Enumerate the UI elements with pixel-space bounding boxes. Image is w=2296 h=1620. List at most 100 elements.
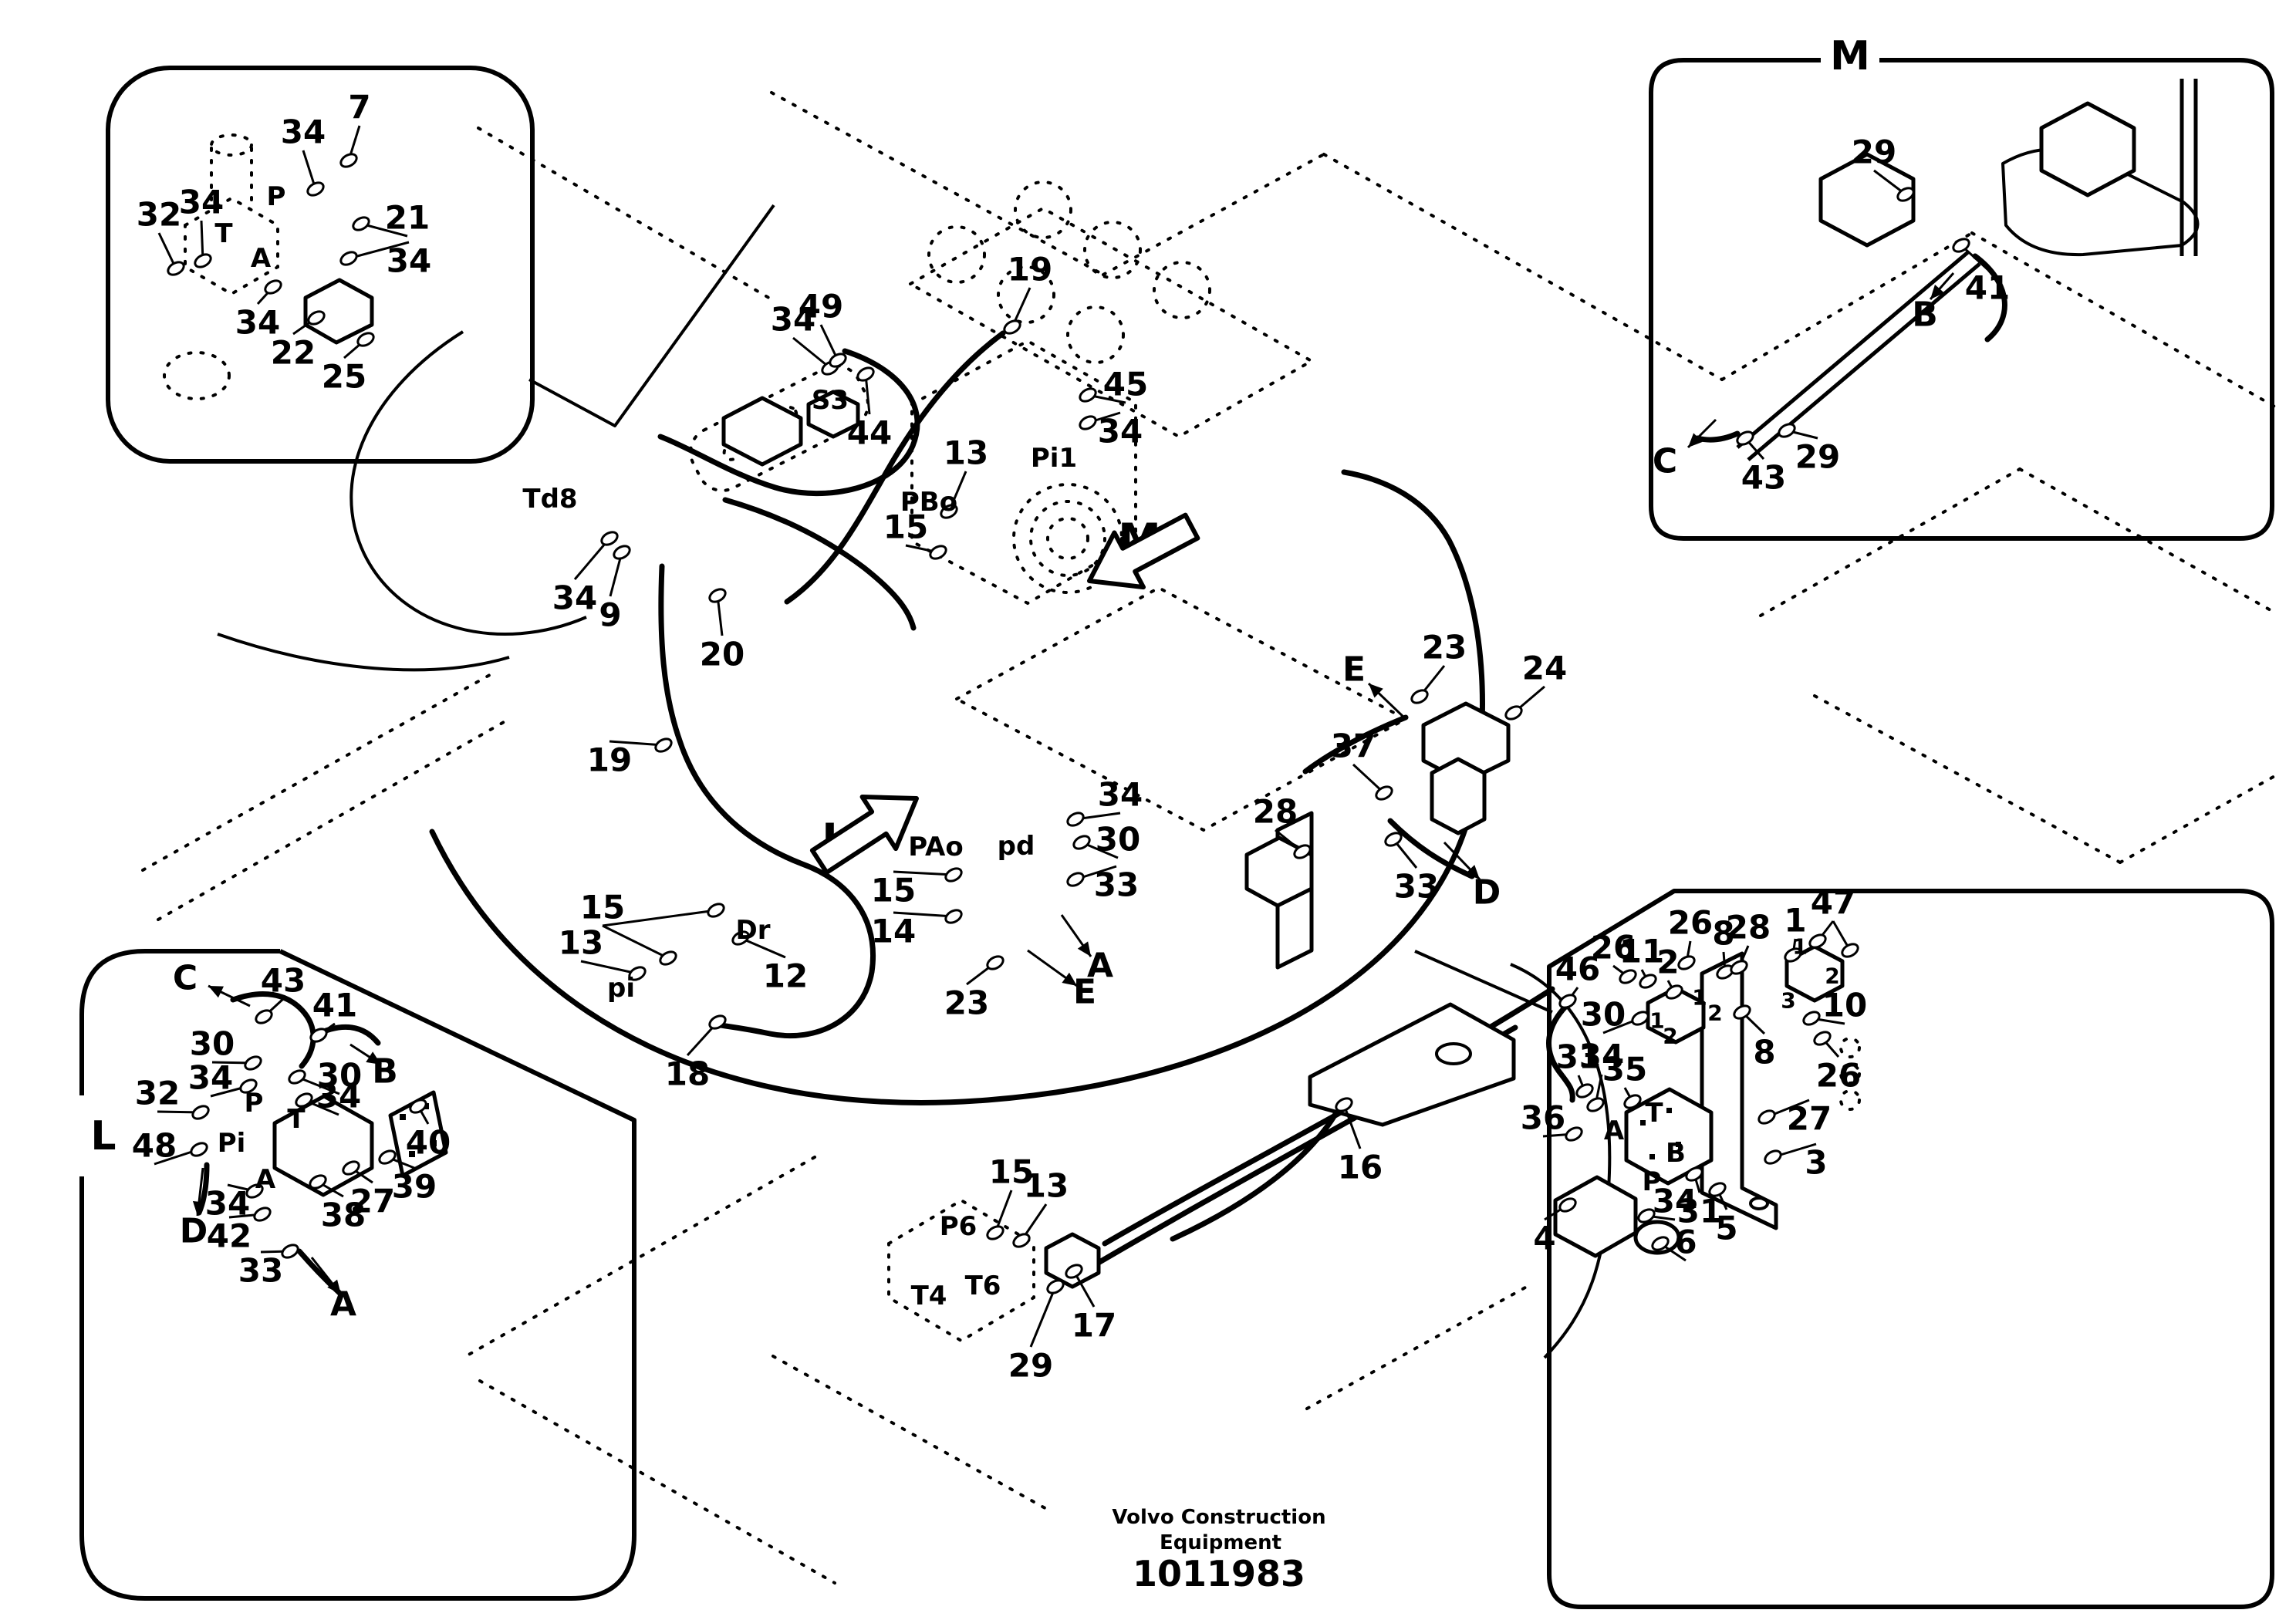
callout-27: 27 (350, 1183, 395, 1220)
callout-34: 34 (1098, 776, 1143, 814)
callout-19: 19 (587, 741, 632, 779)
counterweight-outline (349, 330, 587, 636)
fitting-glyph (1066, 872, 1085, 887)
view-letter-M: M (1830, 33, 1870, 79)
br-solenoid-4 (1553, 1175, 1638, 1258)
callout-2: 2 (1656, 943, 1679, 981)
leader-line (348, 241, 410, 260)
callout-35: 35 (1602, 1051, 1647, 1088)
fitting-glyph (295, 1092, 313, 1108)
fitting-glyph (1708, 1182, 1727, 1197)
callout-19: 19 (1008, 251, 1052, 289)
fitting-glyph (1733, 1004, 1751, 1020)
callout-15: 15 (883, 508, 928, 546)
fitting-glyph (356, 332, 375, 347)
fitting-glyph (288, 1069, 306, 1085)
fitting-glyph (1623, 1094, 1642, 1109)
port-label-Td8: Td8 (522, 484, 577, 515)
callout-30: 30 (1581, 996, 1626, 1034)
footer: Volvo Construction Equipment 1011983 (1112, 1506, 1325, 1595)
fitting-glyph (1757, 1109, 1776, 1125)
section-arrow (1087, 512, 1200, 590)
callout-33: 33 (1394, 868, 1439, 906)
callout-26: 26 (1816, 1057, 1861, 1095)
callout-43: 43 (1741, 459, 1786, 497)
fitting-glyph (1639, 974, 1657, 989)
port-label-P6: P6 (940, 1211, 977, 1242)
br-manifold-35 (1624, 1087, 1714, 1186)
callout-49: 49 (799, 288, 843, 326)
flow-arrow-head (1077, 941, 1091, 957)
fitting-glyph (307, 310, 326, 326)
callout-34: 34 (281, 113, 326, 151)
hose-33-d (1387, 818, 1475, 879)
fitting-glyph (1335, 1097, 1353, 1112)
port-label-pd: pd (998, 831, 1035, 862)
fitting-glyph (1575, 1083, 1594, 1099)
port-label-T: T (287, 1104, 306, 1135)
hose-16b (1102, 986, 1555, 1247)
fitting-glyph (940, 504, 958, 519)
brand-line1: Volvo Construction (1112, 1506, 1325, 1529)
fitting-glyph (1012, 1233, 1031, 1248)
view-letter-D: D (180, 1212, 208, 1251)
fitting-glyph (707, 903, 725, 918)
fitting-glyph (309, 1028, 328, 1043)
fitting-glyph (253, 1207, 272, 1222)
leader-line (302, 150, 317, 190)
fitting-glyph (1896, 187, 1915, 202)
callout-45: 45 (1103, 366, 1148, 403)
fitting-glyph (944, 909, 963, 924)
view-letter-E: E (1342, 650, 1366, 690)
block-24 (1421, 701, 1511, 785)
fitting-glyph (309, 1174, 327, 1190)
fitting-glyph (1586, 1097, 1605, 1112)
tl-valve-block (184, 196, 279, 296)
elbow-29 (1044, 1232, 1101, 1289)
fitting-glyph (1003, 319, 1021, 335)
port-label-Pi: Pi (218, 1128, 246, 1159)
callout-16: 16 (1338, 1149, 1383, 1186)
inset-top-right-border (1649, 58, 2274, 541)
callout-28: 28 (1253, 793, 1298, 831)
fitting-glyph (708, 588, 727, 603)
callout-18: 18 (665, 1055, 710, 1093)
section-arrow (809, 795, 919, 875)
hose-46-br (1546, 1001, 1575, 1103)
fitting-glyph (1375, 785, 1393, 801)
hose-20 (722, 497, 917, 631)
hose-19-top (784, 330, 1006, 605)
callout-32: 32 (135, 1075, 180, 1112)
callout-13: 13 (559, 924, 603, 962)
hose-41-tr (1972, 253, 2007, 343)
callout-17: 17 (1072, 1307, 1116, 1345)
fitting-glyph (239, 1078, 258, 1094)
callout-37: 37 (1331, 727, 1376, 765)
port-label-2: 2 (1825, 964, 1839, 989)
td8-coil (806, 390, 860, 439)
fitting-glyph (1558, 1197, 1577, 1213)
view-letter-A: A (1087, 947, 1113, 986)
fitting-glyph (856, 366, 875, 382)
callout-34: 34 (552, 579, 597, 617)
port-label-T6: T6 (965, 1271, 1001, 1301)
leader-line (740, 937, 786, 959)
fitting-glyph (1808, 933, 1827, 949)
port-label-1: 1 (1792, 934, 1807, 960)
fitting-glyph (1784, 947, 1802, 963)
hose-23-e (1302, 714, 1409, 775)
leader-line (1072, 1271, 1096, 1308)
callout-34: 34 (179, 184, 224, 221)
flow-arrow-head (1369, 683, 1383, 698)
fitting-glyph (1813, 1031, 1832, 1046)
callout-36: 36 (1521, 1099, 1565, 1137)
callout-30: 30 (317, 1057, 362, 1095)
fitting-glyph (1651, 1236, 1670, 1251)
callout-44: 44 (847, 414, 892, 452)
callout-5: 5 (1715, 1210, 1737, 1247)
td8-valve (721, 396, 803, 467)
port-label-T4: T4 (911, 1281, 947, 1311)
leader-line (580, 960, 638, 975)
